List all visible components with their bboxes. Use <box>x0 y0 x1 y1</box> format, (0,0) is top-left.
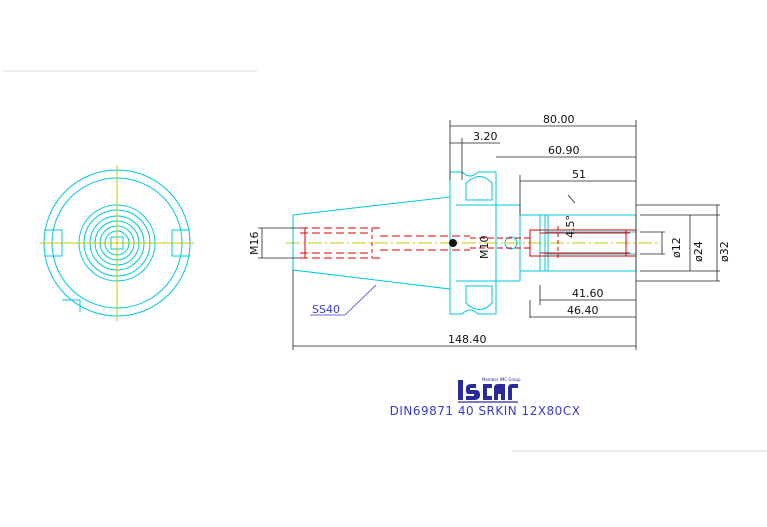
dim-depth-60: 60.90 <box>548 144 580 157</box>
dim-depth-41: 41.60 <box>572 287 604 300</box>
iscar-logo: Member IMC Group <box>458 377 521 403</box>
dim-flange-offset: 3.20 <box>473 130 498 143</box>
dim-angle: 4.5° <box>564 215 577 238</box>
dim-diameter-32: ø32 <box>718 241 731 262</box>
drawing-caption: DIN69871 40 SRKIN 12X80CX <box>389 404 581 418</box>
dim-diameter-12: ø12 <box>670 237 683 258</box>
dim-depth-46: 46.40 <box>567 304 599 317</box>
dim-gauge-length: 80.00 <box>543 113 575 126</box>
dim-overall-length: 148.40 <box>448 333 487 346</box>
dimension-labels: 80.00 3.20 60.90 51 41.60 46.40 148.40 M… <box>248 113 731 346</box>
dim-depth-51: 51 <box>572 168 586 181</box>
sheet-border-line <box>3 70 257 72</box>
dim-diameter-24: ø24 <box>692 241 705 262</box>
logo-tagline: Member IMC Group <box>482 377 521 382</box>
dim-thread-left: M16 <box>248 232 261 256</box>
dim-thread-center: M10 <box>478 236 491 260</box>
end-view <box>40 165 194 321</box>
dimension-lines <box>258 120 720 350</box>
sheet-border-line <box>512 450 767 452</box>
side-view <box>286 171 660 315</box>
ss-label: SS40 <box>312 303 340 316</box>
